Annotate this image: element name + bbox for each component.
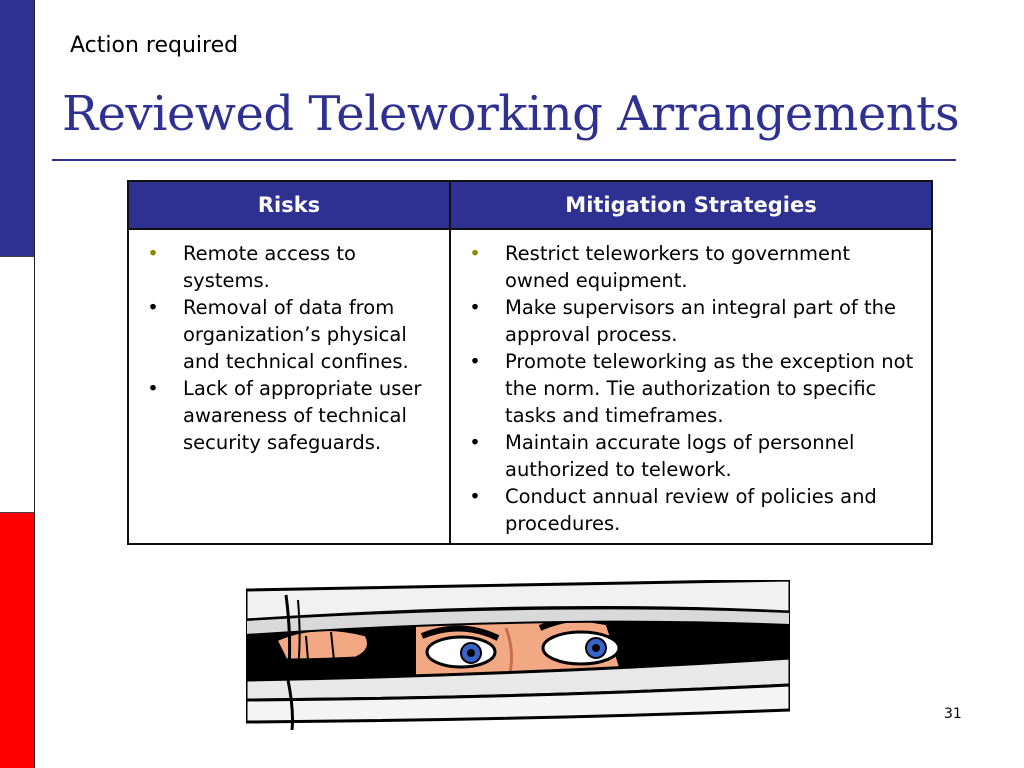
- slide-kicker: Action required: [70, 33, 239, 58]
- eyes-peeking-icon: [244, 578, 792, 731]
- table-row: • Remote access to systems. • Removal of d…: [127, 228, 933, 545]
- slide-title: Reviewed Teleworking Arrangements: [62, 86, 960, 142]
- mitigation-text: Restrict teleworkers to government owned…: [505, 242, 851, 292]
- flag-divider: [0, 512, 34, 513]
- list-item: • Removal of data from organization’s phy…: [129, 294, 449, 375]
- list-item: • Make supervisors an integral part of th…: [451, 294, 931, 348]
- flag-sidebar: [0, 0, 35, 768]
- column-header-mitigation: Mitigation Strategies: [449, 180, 933, 230]
- title-underline: [52, 159, 956, 161]
- page-number: 31: [944, 706, 962, 722]
- bullet-icon: •: [147, 377, 159, 400]
- bullet-icon: •: [469, 296, 481, 319]
- mitigation-text: Maintain accurate logs of personnel auth…: [505, 431, 855, 481]
- flag-divider: [0, 256, 34, 257]
- bullet-icon: •: [469, 242, 481, 265]
- table-header-row: Risks Mitigation Strategies: [127, 180, 933, 230]
- mitigation-text: Promote teleworking as the exception not…: [505, 350, 914, 427]
- bullet-icon: •: [147, 242, 159, 265]
- risk-text: Remote access to systems.: [183, 242, 356, 292]
- bullet-icon: •: [147, 296, 159, 319]
- list-item: • Promote teleworking as the exception no…: [451, 348, 931, 429]
- mitigation-text: Conduct annual review of policies and pr…: [505, 485, 877, 535]
- flag-white-segment: [0, 256, 34, 512]
- bullet-icon: •: [469, 350, 481, 373]
- list-item: • Restrict teleworkers to government owne…: [451, 240, 931, 294]
- list-item: • Lack of appropriate user awareness of t…: [129, 375, 449, 456]
- column-header-risks: Risks: [127, 180, 451, 230]
- list-item: • Maintain accurate logs of personnel aut…: [451, 429, 931, 483]
- eyes-peeking-blinds-image: [244, 578, 792, 731]
- list-item: • Remote access to systems.: [129, 240, 449, 294]
- risk-mitigation-table: Risks Mitigation Strategies • Remote acce…: [127, 180, 933, 545]
- bullet-icon: •: [469, 485, 481, 508]
- flag-red-segment: [0, 512, 34, 768]
- flag-blue-segment: [0, 0, 34, 256]
- mitigation-text: Make supervisors an integral part of the…: [505, 296, 896, 346]
- list-item: • Conduct annual review of policies and p…: [451, 483, 931, 537]
- mitigations-list: • Restrict teleworkers to government owne…: [451, 240, 931, 537]
- risk-text: Removal of data from organization’s phys…: [183, 296, 409, 373]
- bullet-icon: •: [469, 431, 481, 454]
- risks-list: • Remote access to systems. • Removal of d…: [129, 240, 449, 456]
- mitigations-cell: • Restrict teleworkers to government owne…: [449, 228, 933, 545]
- risks-cell: • Remote access to systems. • Removal of d…: [127, 228, 451, 545]
- risk-text: Lack of appropriate user awareness of te…: [183, 377, 422, 454]
